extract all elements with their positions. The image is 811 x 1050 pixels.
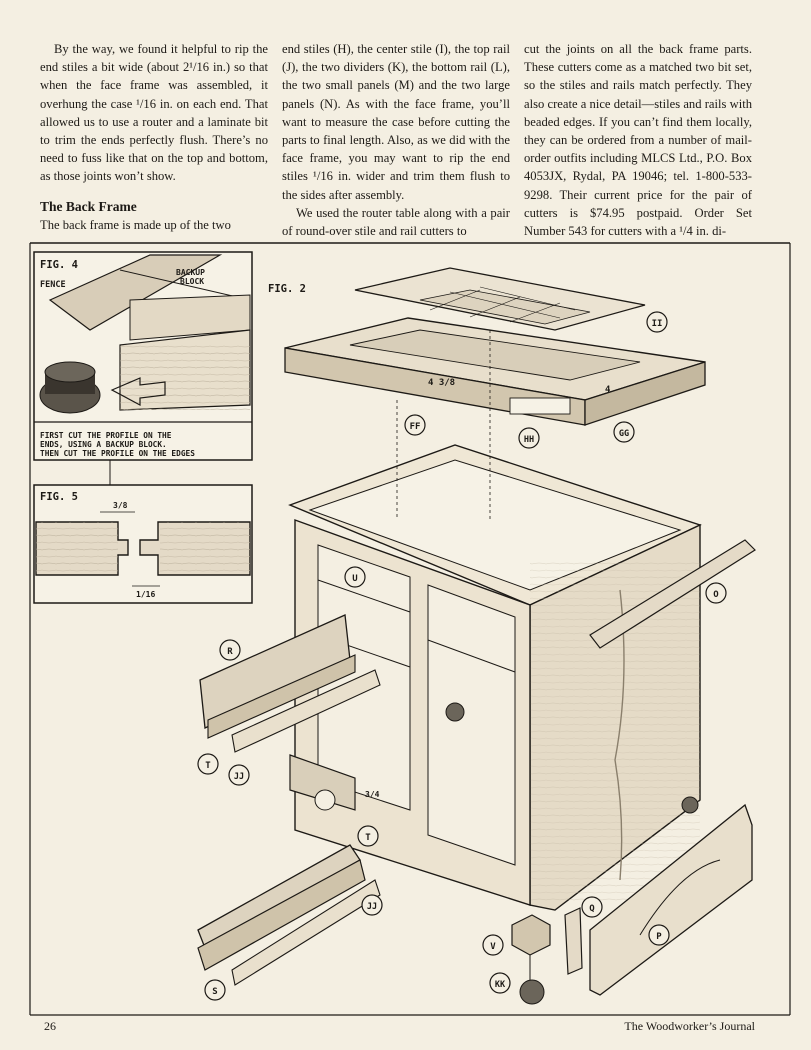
fig4-block-label: BLOCK — [180, 277, 204, 286]
drawer-parts — [197, 614, 381, 986]
part-label: Q — [589, 904, 595, 914]
part-label: V — [490, 942, 496, 952]
part-label: P — [656, 932, 662, 942]
part-label: GG — [619, 429, 629, 439]
part-label: O — [713, 590, 719, 600]
part-label: T — [205, 761, 211, 771]
cabinet-top-tile — [354, 267, 646, 331]
figure-5: FIG. 5 3/8 1/16 — [33, 460, 253, 604]
part-label: S — [212, 987, 217, 997]
paragraph: cut the joints on all the back frame par… — [524, 42, 752, 239]
part-label: JJ — [234, 772, 244, 782]
fig5-dimension: 1/16 — [136, 590, 155, 599]
paragraph: We used the router table along with a pa… — [282, 205, 510, 239]
cabinet-frame — [288, 330, 702, 911]
text-column-2: end stiles (H), the center stile (I), th… — [282, 40, 510, 240]
fig2-dimension: 3/4 — [365, 790, 380, 799]
paragraph: end stiles (H), the center stile (I), th… — [282, 42, 510, 202]
figure-title: FIG. 2 — [268, 283, 306, 295]
section-heading: The Back Frame — [40, 198, 137, 214]
text-column-3: cut the joints on all the back frame par… — [524, 40, 752, 240]
figure-4: FIG. 4 FENCE BACKUP BLOCK FIRST CUT THE … — [33, 251, 253, 461]
part-label: HH — [524, 435, 534, 445]
figure-title: FIG. 5 — [40, 491, 78, 503]
base-parts — [511, 803, 753, 1005]
fig2-dimension: 4 3/8 — [428, 378, 455, 388]
part-label: T — [365, 833, 371, 843]
page-number: 26 — [44, 1019, 56, 1033]
paragraph: The back frame is made up of the two — [40, 217, 231, 232]
fig4-fence-label: FENCE — [40, 280, 66, 290]
fig4-caption-line: THEN CUT THE PROFILE ON THE EDGES — [40, 449, 195, 458]
part-label: II — [652, 319, 663, 329]
text-column-1: By the way, we found it helpful to rip t… — [40, 40, 268, 234]
part-label: KK — [495, 980, 506, 990]
journal-name: The Woodworker’s Journal — [624, 1019, 755, 1033]
part-label: JJ — [367, 902, 377, 912]
cabinet-top-frame — [284, 317, 706, 426]
fig4-caption-line: FIRST CUT THE PROFILE ON THE — [40, 431, 172, 440]
fig4-caption-line: ENDS, USING A BACKUP BLOCK. — [40, 440, 167, 449]
fig5-dimension: 3/8 — [113, 501, 128, 510]
part-label: U — [352, 574, 357, 584]
part-label: R — [227, 647, 233, 657]
fig4-backup-label: BACKUP — [176, 268, 205, 277]
part-callouts: II FF HH GG U O R T JJ T JJ S V KK Q P — [197, 311, 727, 1001]
fig2-dimension: 4 — [605, 385, 611, 395]
paragraph: By the way, we found it helpful to rip t… — [40, 42, 268, 184]
figure-title: FIG. 4 — [40, 259, 78, 271]
part-label: FF — [410, 422, 421, 432]
